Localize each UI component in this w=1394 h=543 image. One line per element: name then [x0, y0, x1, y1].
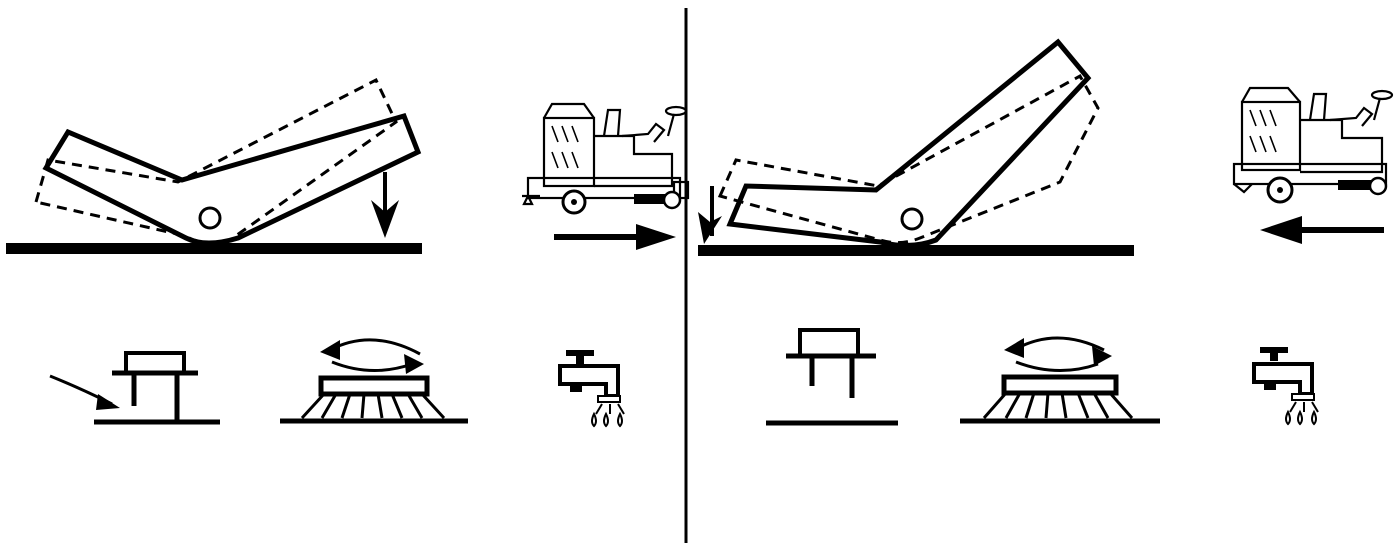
arrow-right-icon [554, 224, 676, 250]
squeegee-dashed-outline [34, 77, 398, 244]
arrow-down-icon [371, 172, 399, 238]
floor-bar [6, 243, 422, 254]
water-flowing-icon [1252, 347, 1319, 426]
water-flowing-icon [558, 350, 625, 428]
pivot-icon [198, 206, 222, 230]
panel-forward [6, 77, 690, 428]
ride-on-scrubber-icon [522, 102, 690, 215]
brush-rotating-icon [280, 338, 468, 424]
squeegee-solid-outline [42, 112, 422, 246]
squeegee-raised-icon [766, 328, 898, 426]
pivot-icon [900, 207, 924, 231]
ride-on-scrubber-icon [1232, 86, 1394, 204]
squeegee-solid-outline [726, 38, 1092, 248]
arrow-down-icon [698, 186, 722, 244]
floor-bar [698, 245, 1134, 256]
squeegee-lowered-icon [49, 351, 220, 425]
arrow-left-icon [1260, 216, 1384, 244]
panel-reverse [698, 38, 1394, 426]
brush-rotating-icon [960, 336, 1160, 424]
